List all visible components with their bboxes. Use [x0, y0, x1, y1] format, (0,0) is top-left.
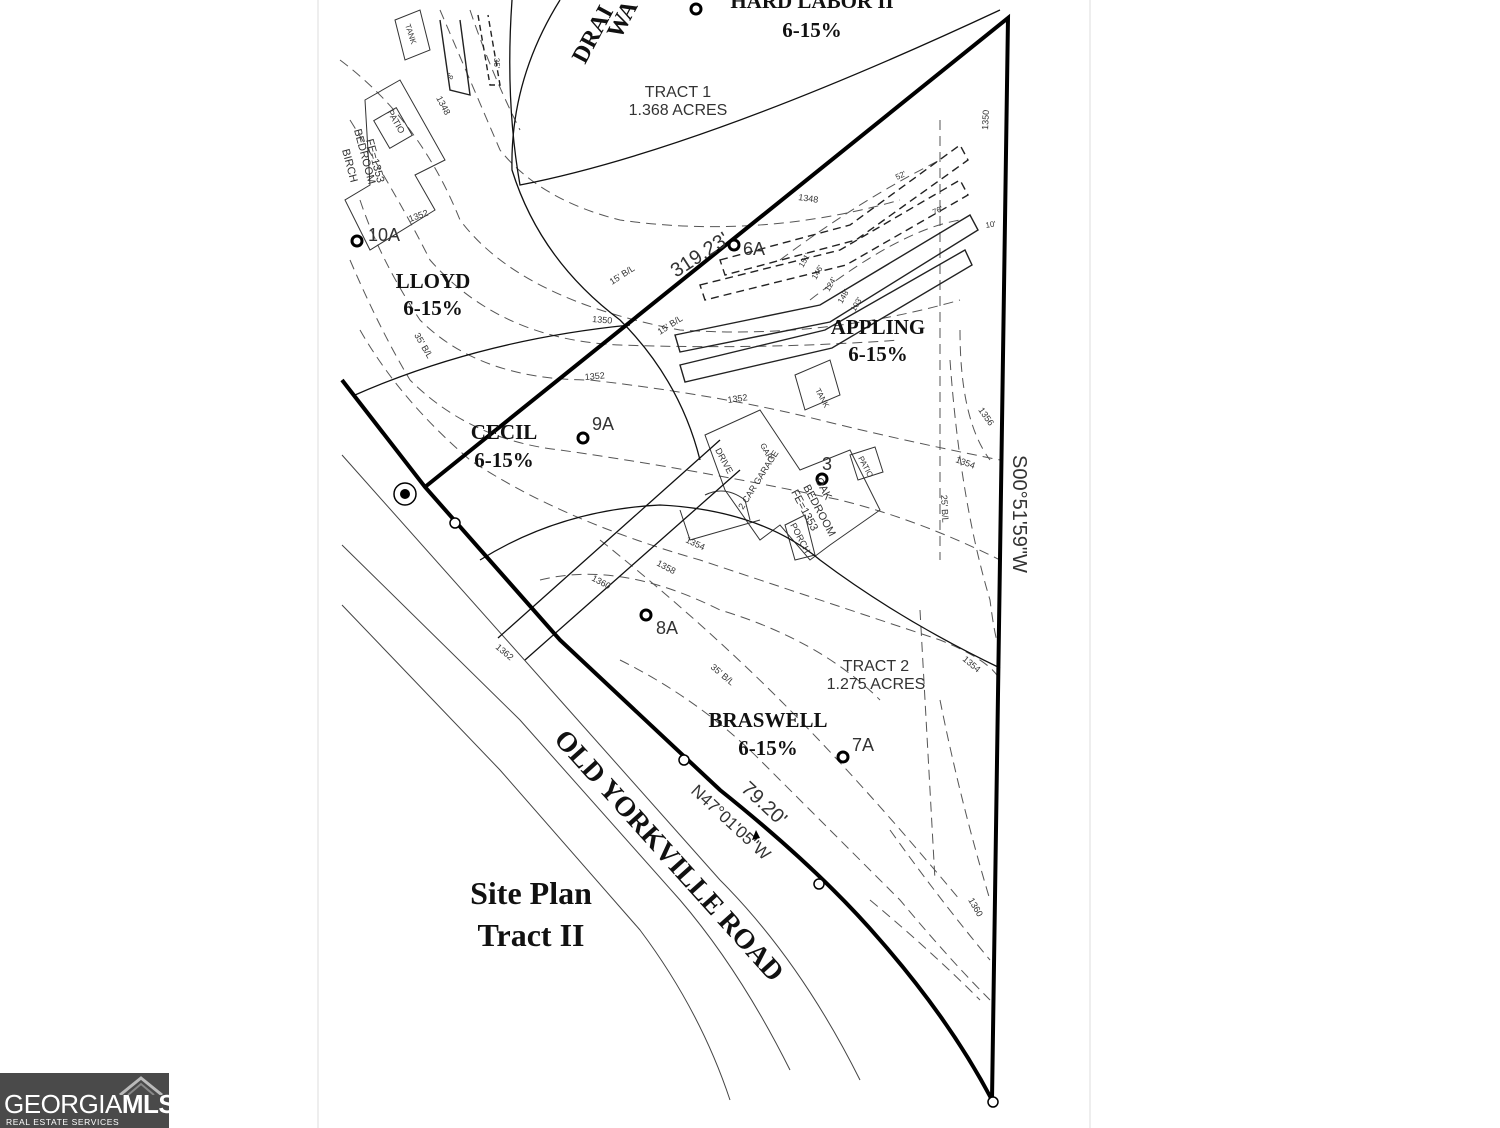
tract2-acres: 1.275 ACRES [827, 676, 926, 693]
soil-label-lloyd: LLOYD [396, 269, 471, 293]
contour-label: 1352 [584, 370, 605, 382]
test-pit-label: 10A [368, 225, 400, 245]
logo-brand-right: MLS [121, 1089, 176, 1119]
tract1-acres: 1.368 ACRES [629, 102, 728, 119]
soil-slope-appling: 6-15% [848, 342, 908, 366]
contour-lines [339, 9, 1001, 1001]
soil-slope-lloyd: 6-15% [403, 296, 463, 320]
soil-label-braswell: BRASWELL [708, 708, 827, 732]
bearing-east-line: S00°51'59"W [1008, 455, 1030, 573]
test-pit-label: 9A [592, 414, 614, 434]
test-pit-8a-icon [639, 608, 653, 622]
soil-label-cecil: CECIL [471, 420, 538, 444]
contour-label: 1350 [980, 110, 991, 131]
soil-slope-hard-labor: 6-15% [782, 18, 842, 42]
paper-sheet [318, 0, 1090, 1128]
drain-field-trenches [439, 14, 979, 383]
road-edges [341, 454, 861, 1101]
soil-boundaries [354, 0, 1001, 669]
test-pit-7a-icon [836, 750, 850, 764]
length-label: 8' [445, 72, 456, 81]
tract2-title: TRACT 2 [843, 658, 909, 675]
site-plan-title: Site Plan [470, 875, 592, 911]
test-pit-label: 6A [743, 239, 765, 259]
north-arrow-icon [752, 830, 760, 840]
test-pit-9a-icon [576, 431, 590, 445]
length-label: 10' [985, 219, 997, 230]
house-birch [344, 9, 446, 251]
contour-label: 1350 [592, 314, 613, 326]
georgia-mls-logo: GEORGIAMLS REAL ESTATE SERVICES [0, 1073, 176, 1128]
logo-tagline: REAL ESTATE SERVICES [6, 1117, 120, 1127]
test-pit-label: 8A [656, 618, 678, 638]
roof-icon [119, 1076, 163, 1095]
soil-slope-braswell: 6-15% [738, 736, 798, 760]
contour-label: 1348 [798, 192, 819, 205]
length-label: 76' [931, 204, 945, 217]
logo-wordmark: GEORGIAMLS [4, 1089, 176, 1120]
length-label: 35' [492, 58, 501, 69]
property-boundary [340, 13, 1011, 1101]
soil-slope-cecil: 6-15% [474, 448, 534, 472]
test-pit-top-icon [689, 2, 703, 16]
logo-brand-left: GEORGIA [4, 1089, 122, 1119]
test-pit-label: 3 [822, 454, 832, 474]
soil-label-hard-labor: HARD LABOR II [730, 0, 893, 13]
test-pit-6a-icon [727, 238, 741, 252]
soil-label-appling: APPLING [831, 315, 926, 339]
site-plan-subtitle: Tract II [478, 917, 585, 953]
test-pit-3-icon [815, 472, 829, 486]
house-oak [679, 359, 884, 561]
length-label: 52' [894, 169, 908, 182]
contour-label: 1352 [727, 392, 748, 405]
tract1-title: TRACT 1 [645, 84, 711, 101]
corner-markers [393, 482, 999, 1108]
test-pit-markers [350, 2, 850, 764]
test-pit-label: 7A [852, 735, 874, 755]
test-pit-10a-icon [350, 234, 364, 248]
setback-label: 25' B/L [939, 495, 950, 523]
